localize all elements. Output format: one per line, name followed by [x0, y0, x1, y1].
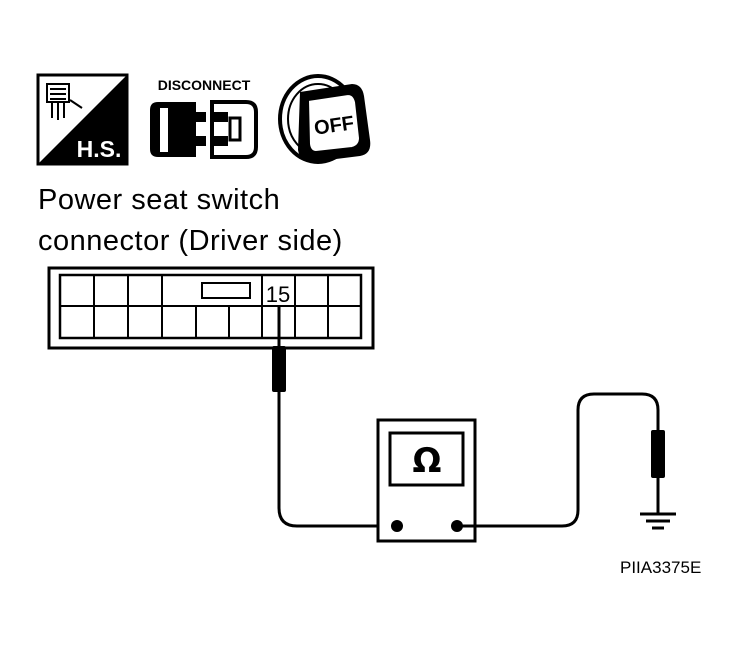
- ground-symbol-icon: [640, 512, 676, 530]
- ohm-symbol: Ω: [413, 441, 442, 481]
- connector-caption: Power seat switch connector (Driver side…: [38, 180, 343, 262]
- harness-connector-sketch-icon: [46, 83, 83, 120]
- meter-lead-right: [457, 392, 660, 528]
- ignition-key-off-icon: OFF: [278, 74, 371, 164]
- ground-probe: [651, 430, 665, 514]
- reference-code: PIIA3375E: [620, 558, 702, 577]
- power-seat-switch-connector: 15: [47, 266, 375, 350]
- test-probe-terminal: [272, 305, 286, 392]
- meter-jack-left: [391, 520, 403, 532]
- harness-side-label: H.S.: [77, 136, 122, 162]
- terminal-number: 15: [266, 282, 290, 307]
- connector-lock-tab: [201, 282, 251, 299]
- disconnect-connector-icon: DISCONNECT: [150, 77, 258, 159]
- harness-side-icon: H.S.: [36, 73, 129, 166]
- ohmmeter-icon: Ω: [376, 418, 477, 543]
- disconnect-label: DISCONNECT: [158, 77, 251, 93]
- meter-lead-left: [277, 392, 396, 528]
- caption-line-1: Power seat switch: [38, 184, 281, 216]
- caption-line-2: connector (Driver side): [38, 225, 343, 257]
